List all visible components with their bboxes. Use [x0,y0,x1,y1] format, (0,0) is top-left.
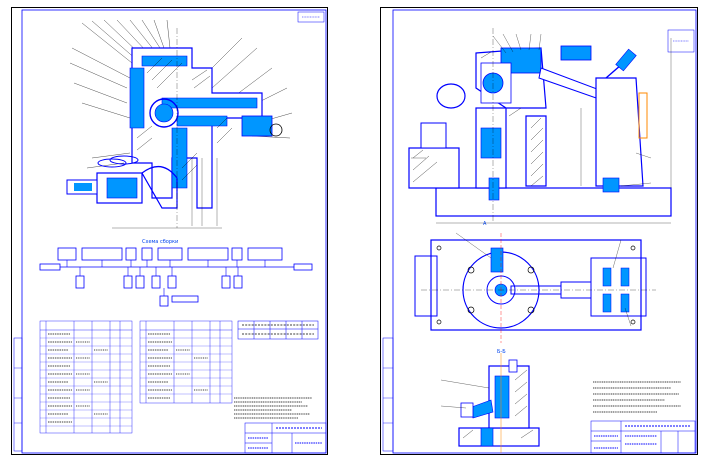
drawing-sheet-right: А Б-Б [380,7,698,455]
front-view [408,28,672,224]
assembly-drawing [66,19,293,229]
spec-table-right [237,320,319,340]
scheme-label: Схема сборки [142,239,178,245]
assembly-scheme: Схема сборки [39,239,313,307]
section-b-label: Б-Б [497,349,506,355]
section-b-view: Б-Б [440,349,540,453]
drawing-sheet-left: Схема сборки [11,7,328,455]
spec-table-middle-text [148,333,208,399]
top-view-section-a: А [414,221,656,343]
title-block-right [590,420,696,454]
technical-notes [234,397,312,419]
section-a-label: А [483,221,487,227]
title-block-left [244,422,327,454]
right-sheet-drawing: А Б-Б [382,9,697,454]
spec-table-left-text [48,333,108,423]
left-sheet-drawing: Схема сборки [13,9,327,454]
spec-table-left [39,320,133,434]
spec-table-middle [139,320,233,404]
technical-notes-right [593,381,681,413]
